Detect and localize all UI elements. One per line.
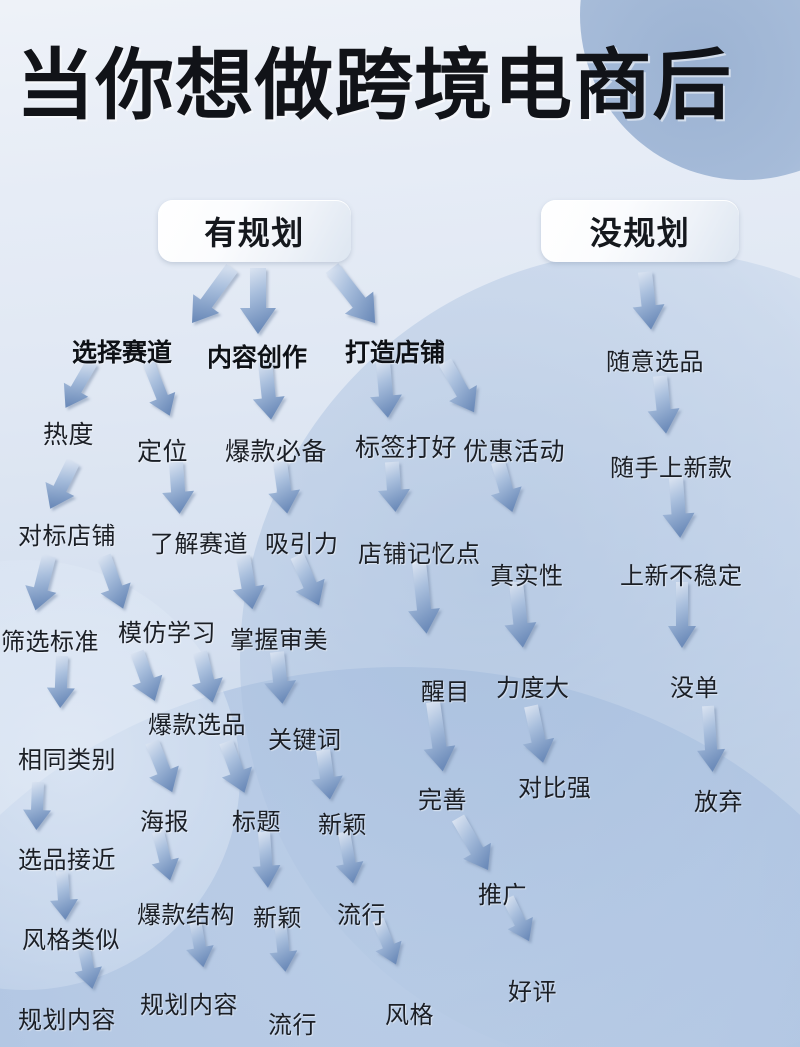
node-give-up[interactable]: 放弃 bbox=[694, 790, 743, 816]
node-random-new-arrivals[interactable]: 随手上新款 bbox=[610, 456, 733, 482]
node-benchmark-store[interactable]: 对标店铺 bbox=[18, 524, 116, 550]
background-blob-bottom bbox=[0, 667, 800, 1047]
root-node-unplanned-label: 没规划 bbox=[589, 214, 691, 252]
node-attractiveness[interactable]: 吸引力 bbox=[265, 532, 339, 558]
root-node-planned-label: 有规划 bbox=[204, 214, 305, 252]
node-understand-track[interactable]: 了解赛道 bbox=[150, 532, 248, 558]
node-popularity[interactable]: 热度 bbox=[43, 422, 95, 449]
node-random-selection[interactable]: 随意选品 bbox=[606, 350, 704, 376]
node-style[interactable]: 风格 bbox=[385, 1003, 434, 1029]
root-node-planned[interactable]: 有规划 bbox=[158, 200, 351, 262]
node-strong-contrast[interactable]: 对比强 bbox=[518, 776, 592, 802]
node-headline[interactable]: 标题 bbox=[232, 810, 281, 836]
node-no-orders[interactable]: 没单 bbox=[670, 676, 719, 702]
node-strong-intensity[interactable]: 力度大 bbox=[496, 676, 570, 702]
node-hit-selection[interactable]: 爆款选品 bbox=[148, 713, 246, 739]
root-node-unplanned[interactable]: 没规划 bbox=[541, 200, 739, 262]
node-master-aesthetics[interactable]: 掌握审美 bbox=[230, 628, 328, 654]
node-keywords[interactable]: 关键词 bbox=[268, 728, 342, 754]
node-perfect[interactable]: 完善 bbox=[418, 788, 467, 814]
node-plan-content-2[interactable]: 规划内容 bbox=[140, 993, 238, 1019]
page-title: 当你想做跨境电商后 bbox=[16, 41, 733, 131]
node-positioning[interactable]: 定位 bbox=[137, 439, 189, 466]
node-promotions[interactable]: 优惠活动 bbox=[463, 439, 566, 466]
node-similar-style[interactable]: 风格类似 bbox=[22, 928, 120, 954]
node-similar-selection[interactable]: 选品接近 bbox=[18, 848, 116, 874]
node-novel-1[interactable]: 新颖 bbox=[318, 813, 367, 839]
node-choose-track[interactable]: 选择赛道 bbox=[72, 338, 173, 367]
node-good-tags[interactable]: 标签打好 bbox=[355, 435, 458, 462]
node-same-category[interactable]: 相同类别 bbox=[18, 748, 116, 774]
node-trending-2[interactable]: 流行 bbox=[268, 1013, 317, 1039]
node-authenticity[interactable]: 真实性 bbox=[490, 564, 564, 590]
node-plan-content-1[interactable]: 规划内容 bbox=[18, 1008, 116, 1034]
node-build-store[interactable]: 打造店铺 bbox=[345, 338, 446, 367]
node-store-memory-point[interactable]: 店铺记忆点 bbox=[358, 542, 481, 568]
node-promotion[interactable]: 推广 bbox=[478, 883, 527, 909]
node-screening-criteria[interactable]: 筛选标准 bbox=[1, 630, 99, 656]
node-novel-2[interactable]: 新颖 bbox=[253, 906, 302, 932]
node-trending-1[interactable]: 流行 bbox=[337, 903, 386, 929]
node-good-reviews[interactable]: 好评 bbox=[508, 980, 557, 1006]
node-unstable-launches[interactable]: 上新不稳定 bbox=[620, 564, 743, 590]
node-eye-catching[interactable]: 醒目 bbox=[421, 680, 470, 706]
node-poster[interactable]: 海报 bbox=[140, 810, 189, 836]
node-hit-essentials[interactable]: 爆款必备 bbox=[225, 439, 328, 466]
node-hit-structure[interactable]: 爆款结构 bbox=[137, 903, 235, 929]
node-content-creation[interactable]: 内容创作 bbox=[207, 343, 308, 372]
node-imitate-learn[interactable]: 模仿学习 bbox=[118, 621, 216, 647]
